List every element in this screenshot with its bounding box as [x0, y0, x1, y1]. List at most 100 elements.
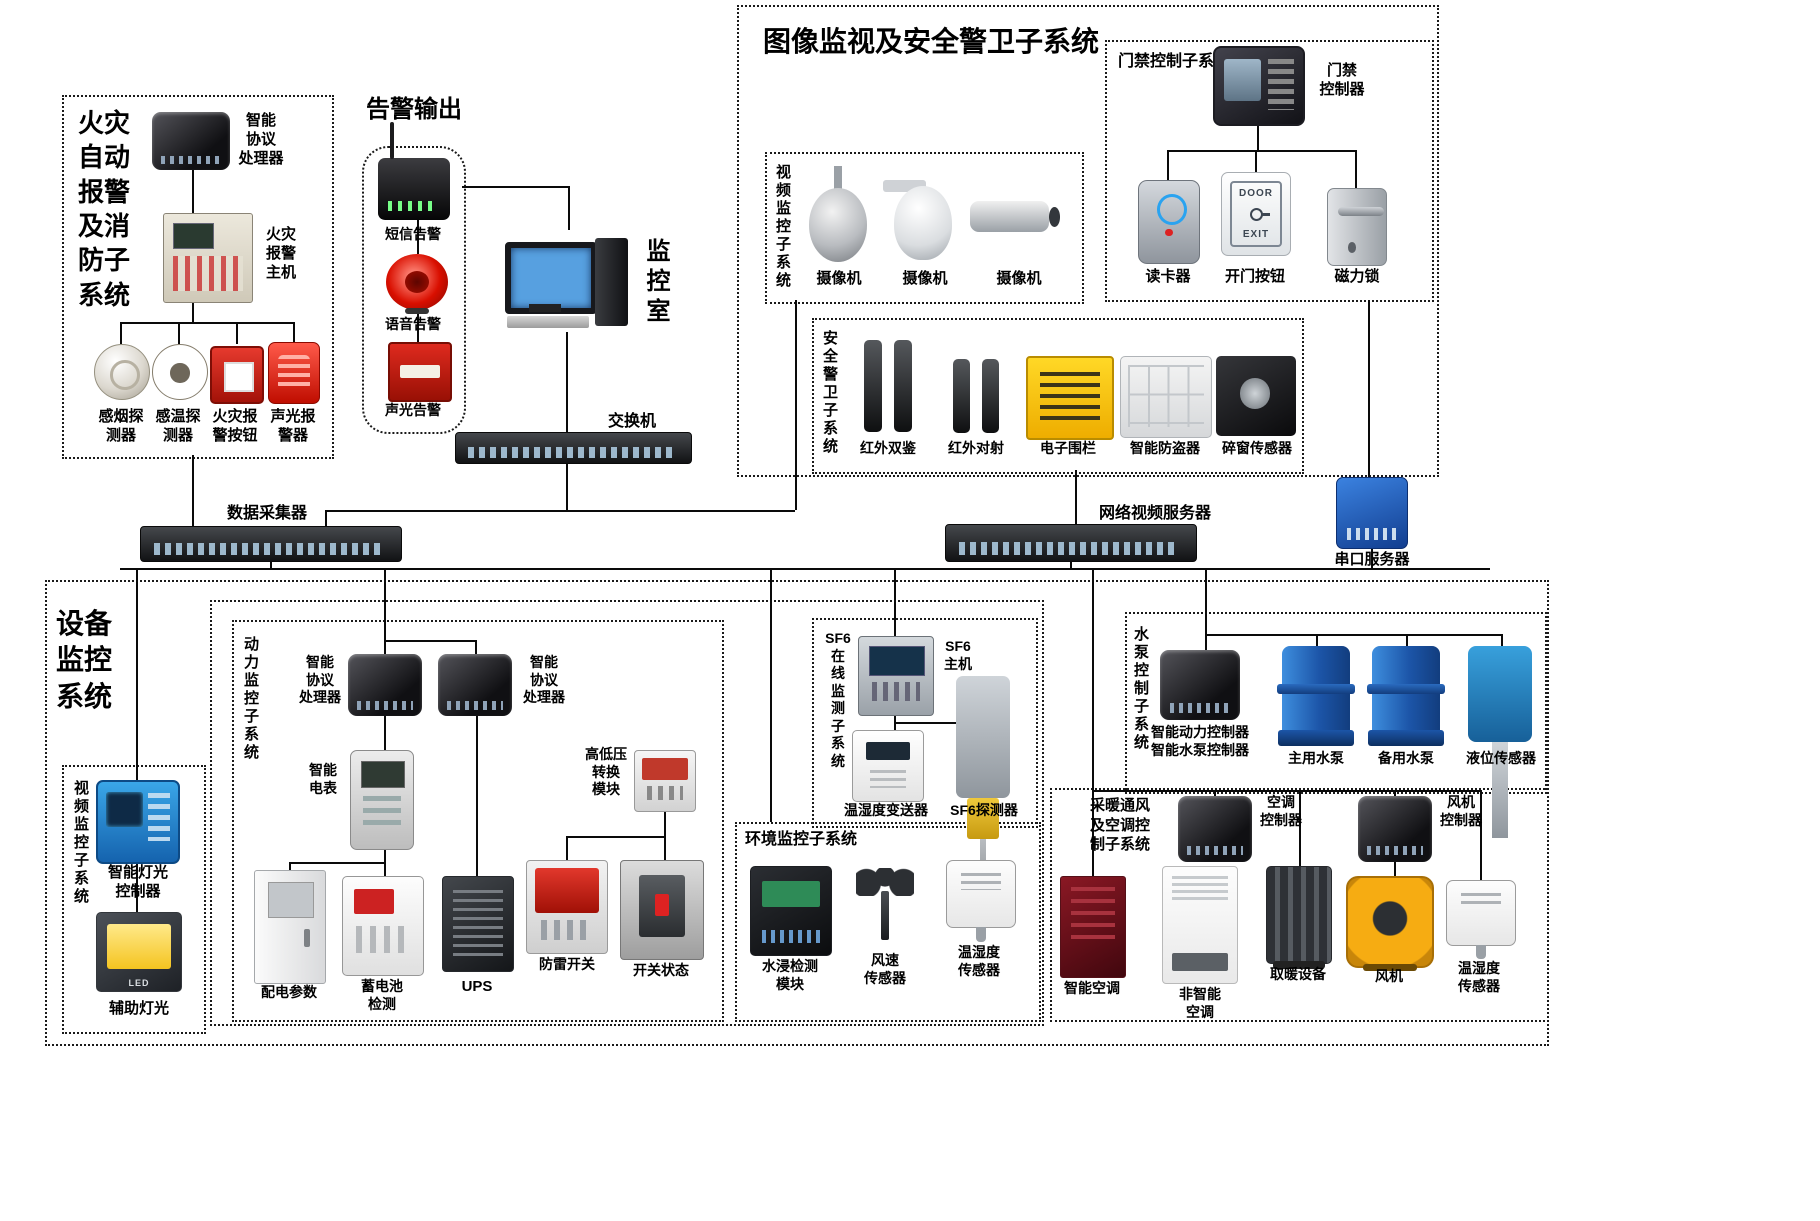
access-subsystem-title: 门禁控制子系统 — [1118, 53, 1231, 70]
door-button-plate: DOOR EXIT — [1230, 181, 1282, 247]
line — [475, 640, 477, 654]
sf6-monitor-box — [812, 618, 1038, 828]
monitor-room-label: 监控室 — [642, 238, 669, 328]
line — [664, 810, 666, 860]
line — [1075, 470, 1077, 524]
serial-server-label: 串口服务器 — [1334, 551, 1410, 568]
bullet-camera-image — [970, 186, 1062, 256]
line — [1406, 634, 1408, 646]
line — [1368, 300, 1370, 477]
breaker-image — [620, 860, 704, 960]
env-monitor-box — [735, 822, 1041, 1022]
glass-break-sensor-image — [1216, 356, 1296, 436]
temphum-sensor-label-2: 温湿度 传感器 — [1458, 960, 1500, 994]
wind-sensor-image — [850, 866, 920, 950]
line — [1257, 122, 1259, 150]
power-monitor-box — [232, 620, 724, 1022]
pump-controller-label: 智能动力控制器 智能水泵控制器 — [1151, 724, 1249, 758]
line — [417, 312, 419, 342]
smart-meter-image — [350, 750, 414, 850]
fire-alarm-host-image — [163, 213, 253, 303]
fan-label: 风机 — [1375, 968, 1403, 984]
pc-keyboard — [507, 316, 589, 328]
magnetic-lock-image — [1327, 188, 1387, 266]
light-controller-image — [96, 780, 180, 864]
line — [566, 332, 568, 432]
camera-label-2: 摄像机 — [902, 270, 948, 287]
line — [894, 722, 983, 724]
heat-detector-label: 感温探 测器 — [155, 408, 201, 444]
line — [462, 186, 568, 188]
line — [192, 455, 194, 528]
nonsmart-ac-label: 非智能 空调 — [1179, 986, 1221, 1020]
hv-module-label: 高低压 转换 模块 — [585, 746, 627, 797]
line — [384, 848, 386, 876]
line — [270, 560, 272, 568]
data-collector-label: 数据采集器 — [226, 505, 307, 522]
line — [568, 186, 570, 230]
sf6-detector-image — [956, 676, 1010, 911]
access-control-box — [1105, 40, 1434, 302]
anti-theft-image — [1120, 356, 1212, 438]
guard-box — [812, 318, 1304, 474]
line — [1205, 568, 1207, 650]
fire-sounder-image — [268, 342, 320, 404]
sms-alarm-image — [378, 122, 450, 220]
dome-camera-image — [803, 166, 873, 266]
line — [289, 862, 384, 864]
line — [894, 568, 896, 636]
temphum-sensor-label-1: 温湿度 传感器 — [958, 944, 1000, 978]
line — [1205, 634, 1501, 636]
monitor-pc-image — [505, 232, 633, 332]
line — [1255, 150, 1257, 172]
line — [770, 568, 772, 822]
line — [1214, 790, 1216, 798]
card-reader-label: 读卡器 — [1145, 268, 1191, 285]
breaker-label: 开关状态 — [633, 962, 689, 978]
pc-tower — [595, 238, 628, 326]
smart-ac-image — [1060, 876, 1126, 978]
ups-image — [442, 876, 514, 972]
pump-controller-image — [1160, 650, 1240, 720]
voice-alarm-image — [386, 254, 448, 315]
pump-subsystem-title: 水泵控制子系统 — [1132, 626, 1149, 752]
fire-callpoint-image — [210, 346, 264, 404]
power-subsystem-title: 动力监控子系统 — [242, 636, 259, 762]
water-leak-label: 水浸检测 模块 — [762, 958, 818, 992]
fence-label: 电子围栏 — [1040, 440, 1096, 456]
surge-protector-label: 防雷开关 — [539, 956, 595, 972]
dist-cabinet-label: 配电参数 — [261, 984, 317, 1000]
ir-beam-image — [946, 356, 1006, 436]
switch-label: 交换机 — [607, 413, 656, 430]
line — [566, 836, 568, 860]
line — [1394, 862, 1396, 878]
level-sensor-label: 液位传感器 — [1466, 750, 1536, 766]
hvac-subsystem-title: 采暖通风 及空调控 制子系统 — [1090, 797, 1151, 853]
ptz-camera-image — [883, 168, 961, 266]
smoke-detector-label: 感烟探 测器 — [98, 408, 144, 444]
alarm-output-box — [362, 146, 466, 434]
line — [192, 170, 194, 215]
video-monitor-box — [765, 152, 1084, 304]
smoke-detector-image — [94, 344, 150, 400]
flood-light-image: LED — [96, 912, 182, 992]
sf6-host-label: SF6 主机 — [944, 638, 972, 672]
nvs-label: 网络视频服务器 — [1098, 505, 1211, 522]
access-controller-image — [1213, 46, 1305, 126]
camera-label-3: 摄像机 — [996, 270, 1042, 287]
alarm-output-title: 告警输出 — [366, 96, 462, 123]
security-subsystem-box — [737, 5, 1439, 477]
water-leak-module-image — [750, 866, 832, 956]
fan-controller-image — [1358, 796, 1432, 862]
line — [136, 568, 138, 780]
line — [795, 300, 797, 510]
protocol-label-1: 智能 协议 处理器 — [299, 654, 341, 705]
fire-subsystem-title: 火灾 自动 报警 及消 防子 系统 — [78, 108, 131, 310]
backup-pump-image — [1366, 646, 1446, 746]
line — [566, 836, 664, 838]
wind-sensor-label: 风速 传感器 — [864, 952, 906, 986]
dist-cabinet-image — [254, 870, 326, 984]
line — [120, 322, 122, 344]
magnetic-lock-label: 磁力锁 — [1334, 268, 1380, 285]
